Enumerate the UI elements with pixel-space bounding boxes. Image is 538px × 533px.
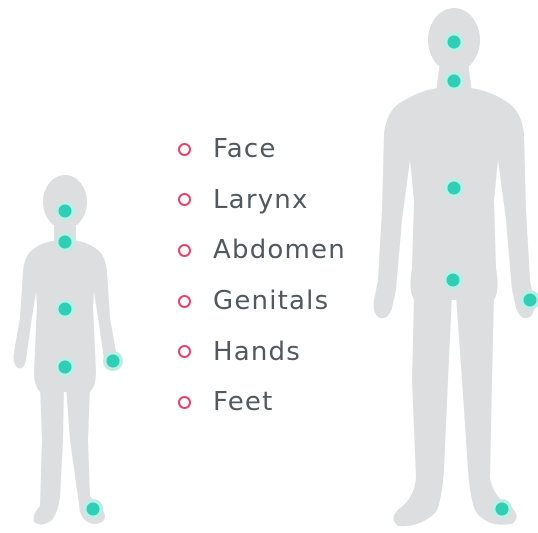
adult-marker-feet — [492, 499, 512, 519]
legend-item-genitals: Genitals — [172, 276, 346, 327]
legend-label: Genitals — [213, 288, 329, 314]
legend-item-abdomen: Abdomen — [172, 225, 346, 276]
bullet-icon — [178, 244, 191, 257]
child-silhouette — [14, 175, 117, 525]
legend-item-face: Face — [172, 124, 346, 175]
adult-marker-genitals — [443, 270, 463, 290]
adult-marker-larynx — [444, 71, 464, 91]
child-marker-larynx — [55, 232, 75, 252]
adult-marker-face — [444, 32, 464, 52]
bullet-icon — [178, 295, 191, 308]
bullet-icon — [178, 345, 191, 358]
adult-marker-abdomen — [444, 178, 464, 198]
legend-label: Face — [213, 136, 277, 162]
child-marker-feet — [83, 499, 103, 519]
legend-label: Larynx — [213, 187, 309, 213]
legend-item-larynx: Larynx — [172, 175, 346, 226]
child-marker-hands — [103, 351, 123, 371]
child-marker-face — [55, 201, 75, 221]
bullet-icon — [178, 396, 191, 409]
child-marker-abdomen — [55, 299, 75, 319]
child-marker-genitals — [55, 357, 75, 377]
legend-label: Abdomen — [213, 237, 346, 263]
legend-label: Hands — [213, 339, 301, 365]
legend-label: Feet — [213, 389, 274, 415]
bullet-icon — [178, 143, 191, 156]
body-part-legend: Face Larynx Abdomen Genitals Hands Feet — [172, 124, 346, 428]
legend-item-hands: Hands — [172, 326, 346, 377]
legend-item-feet: Feet — [172, 377, 346, 428]
bullet-icon — [178, 193, 191, 206]
